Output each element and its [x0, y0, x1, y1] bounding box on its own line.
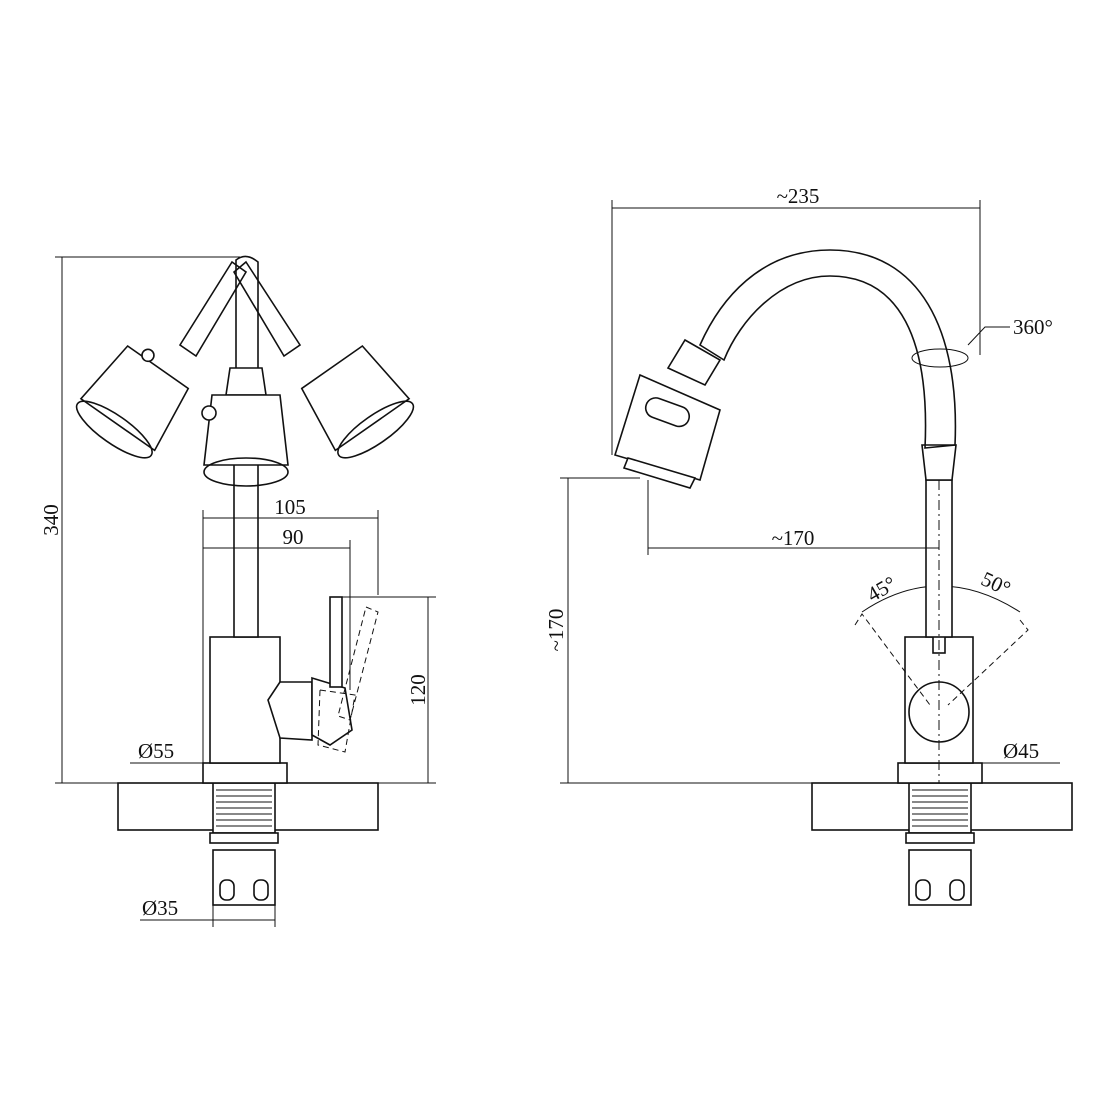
shank-threads [912, 789, 968, 827]
dim-line-340 [55, 256, 240, 784]
dim-spout-reach: 90 [283, 525, 304, 549]
dim-lever-height: 120 [406, 674, 430, 706]
dim-rotation: 360° [1013, 315, 1053, 339]
dim-base-diameter: Ø55 [138, 739, 174, 763]
dim-line-170-horizontal [647, 480, 939, 555]
flex-hose-center [235, 255, 259, 371]
dim-lever-angle-right: 50° [978, 567, 1015, 601]
hose-port-icon [253, 879, 269, 901]
side-view: 340 105 90 120 Ø55 Ø35 [39, 255, 436, 927]
spray-head-right [300, 344, 415, 459]
hose-port-icon [219, 879, 235, 901]
dim-line-120 [342, 596, 436, 784]
front-view: ~235 360° ~170 ~170 45° 50° Ø45 [544, 184, 1073, 906]
lever-alt-position [317, 606, 379, 753]
lever-cartridge [267, 681, 313, 741]
dim-outlet-height: ~170 [544, 609, 568, 652]
lever-hub [908, 681, 970, 743]
dim-height-total: 340 [39, 504, 63, 536]
dim-line-d35 [140, 905, 276, 927]
spout-collar [921, 444, 957, 481]
lever-handle [329, 596, 343, 688]
spray-neck [225, 367, 267, 396]
dim-outlet-reach: ~170 [772, 526, 815, 550]
lever-alt-positions [854, 613, 1029, 706]
spray-head-left [75, 344, 190, 459]
leader-360 [967, 326, 1010, 346]
dim-line-90 [203, 540, 351, 690]
lock-nut [209, 832, 279, 844]
lock-nut [905, 832, 975, 844]
dim-overall-width: ~235 [777, 184, 820, 208]
flex-hose [698, 249, 957, 449]
flex-hose-left [178, 260, 248, 358]
base-flange [897, 762, 983, 784]
spray-toggle-button [201, 405, 217, 421]
dim-line-105 [202, 510, 379, 763]
hose-port-icon [915, 879, 931, 901]
dim-line-170-vertical [560, 477, 812, 784]
dim-spout-reach-max: 105 [274, 495, 306, 519]
hose-fitting [908, 849, 972, 906]
spray-head [613, 373, 721, 481]
spray-face-center [203, 457, 289, 487]
dim-shank-diameter: Ø35 [142, 896, 178, 920]
spray-outlet [622, 457, 697, 489]
flex-hose-right [232, 260, 302, 358]
hose-fitting [212, 849, 276, 906]
dim-body-diameter: Ø45 [1003, 739, 1039, 763]
spray-neck [666, 338, 722, 387]
base-flange [202, 762, 288, 784]
dim-lever-angle-left: 45° [863, 571, 900, 606]
shank-threads [216, 789, 272, 827]
dim-line-235 [611, 200, 981, 455]
spray-head-center [203, 394, 289, 466]
spray-toggle-button [644, 397, 691, 428]
hose-port-icon [949, 879, 965, 901]
rotation-ellipse [911, 348, 969, 368]
